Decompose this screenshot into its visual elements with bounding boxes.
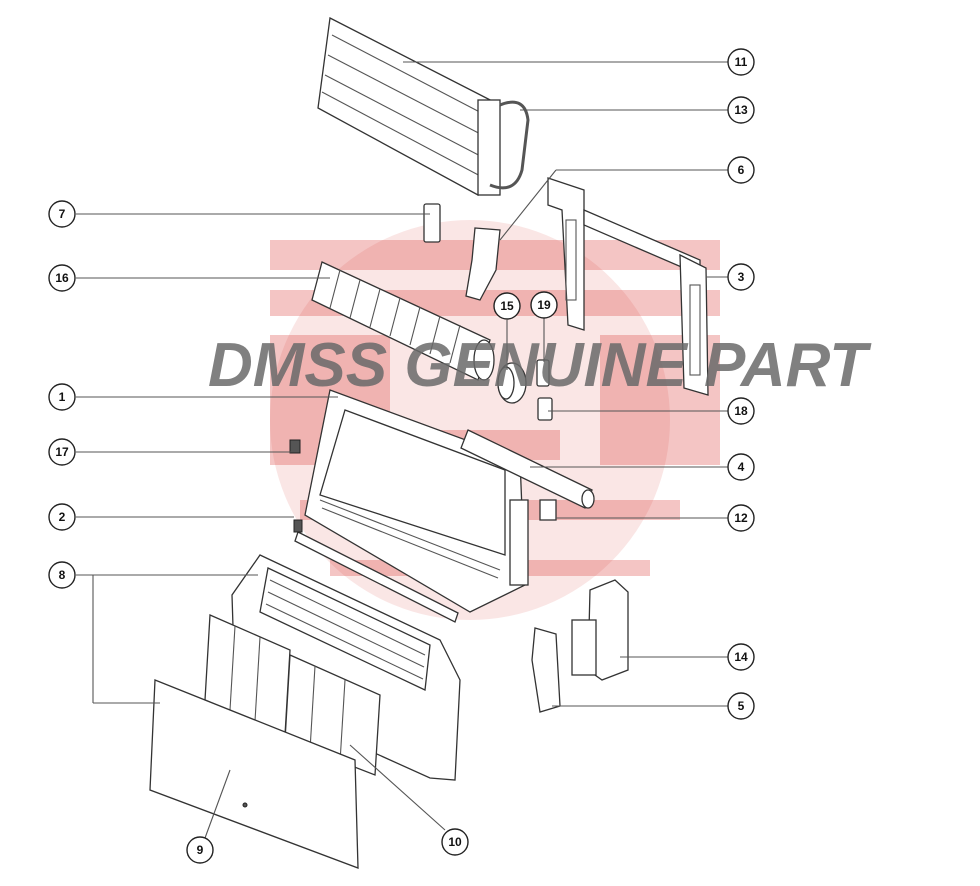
callout-label: 8 (59, 568, 66, 582)
callout-18: 18 (727, 397, 755, 425)
callout-circle (186, 836, 214, 864)
callout-label: 11 (735, 55, 748, 69)
callout-8: 8 (48, 561, 76, 589)
callout-1: 1 (48, 383, 76, 411)
callout-circle (48, 561, 76, 589)
callout-label: 3 (738, 270, 745, 284)
callout-circle (530, 291, 558, 319)
callout-15: 15 (493, 292, 521, 320)
callout-circle (727, 263, 755, 291)
callout-circle (441, 828, 469, 856)
callout-label: 1 (59, 390, 66, 404)
callout-2: 2 (48, 503, 76, 531)
part-evaporator-coil (317, 17, 501, 196)
callout-7: 7 (48, 200, 76, 228)
part-front-grille (231, 554, 461, 781)
callout-16: 16 (48, 264, 76, 292)
callout-label: 12 (734, 511, 748, 525)
callout-6: 6 (727, 156, 755, 184)
callout-label: 19 (537, 298, 551, 312)
callout-5: 5 (727, 692, 755, 720)
callout-circle (727, 156, 755, 184)
part-swing-link (537, 397, 553, 421)
leader-lines (76, 61, 728, 839)
callout-3: 3 (727, 263, 755, 291)
callout-label: 14 (734, 650, 748, 664)
callout-circle (493, 292, 521, 320)
part-electrical-cover (531, 627, 561, 713)
callout-circle (727, 453, 755, 481)
watermark-text: DMSS GENUINE PART (208, 331, 872, 400)
callout-17: 17 (48, 438, 76, 466)
part-fan-motor (497, 362, 527, 404)
callout-circle (48, 438, 76, 466)
callout-label: 15 (500, 299, 514, 313)
callout-19: 19 (530, 291, 558, 319)
part-horizontal-louver (293, 519, 459, 623)
part-bearing-holder (423, 203, 441, 243)
callout-label: 10 (448, 835, 462, 849)
callout-circle (727, 397, 755, 425)
callout-14: 14 (727, 643, 755, 671)
callout-13: 13 (727, 96, 755, 124)
part-step-motor (536, 359, 550, 387)
callout-label: 13 (734, 103, 748, 117)
callout-4: 4 (727, 453, 755, 481)
callout-circle (727, 48, 755, 76)
callout-label: 6 (738, 163, 745, 177)
callout-circle (727, 96, 755, 124)
part-crossflow-fan (311, 261, 495, 381)
callout-circle (48, 200, 76, 228)
callout-label: 16 (55, 271, 69, 285)
callout-circle (48, 264, 76, 292)
callout-label: 5 (738, 699, 745, 713)
part-sensor-clip (289, 439, 301, 454)
callout-label: 17 (55, 445, 69, 459)
callout-9: 9 (186, 836, 214, 864)
part-refrigerant-pipe (489, 100, 530, 190)
part-mounting-plate (547, 177, 709, 396)
callout-label: 9 (197, 843, 204, 857)
part-side-bracket (465, 227, 501, 301)
callout-label: 2 (59, 510, 66, 524)
part-front-panel (149, 679, 359, 869)
part-sensor-bracket (539, 499, 557, 521)
part-control-box (571, 579, 629, 681)
callout-11: 11 (727, 48, 755, 76)
callout-circle (727, 504, 755, 532)
callout-12: 12 (727, 504, 755, 532)
part-drain-hose (460, 429, 595, 509)
callout-label: 4 (738, 460, 745, 474)
callout-circle (48, 503, 76, 531)
callout-circle (48, 383, 76, 411)
callout-circle (727, 692, 755, 720)
callout-label: 18 (734, 404, 748, 418)
callout-circle (727, 643, 755, 671)
callout-10: 10 (441, 828, 469, 856)
callout-label: 7 (59, 207, 66, 221)
